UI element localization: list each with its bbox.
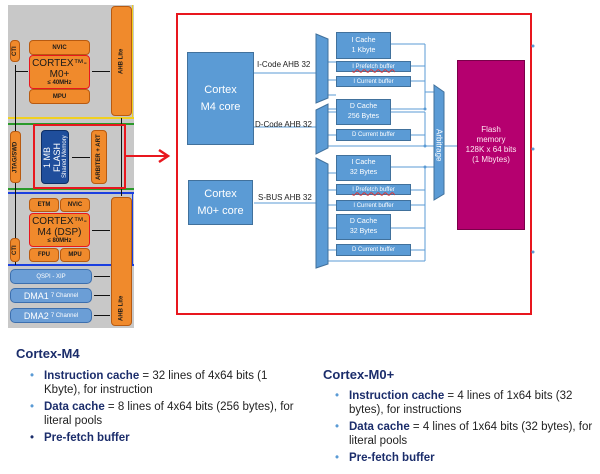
dcode-bus-label: D-Code AHB 32 (255, 120, 312, 129)
m4-dcurrent: D Current buffer (336, 129, 411, 141)
bullet-icon: • (30, 401, 35, 413)
m0-dcurrent: D Current buffer (336, 244, 411, 256)
cortex-m4-core: CORTEX™- M4 (DSP) ≤ 80MHz (29, 213, 90, 247)
m0-heading: Cortex-M0+ (323, 367, 395, 382)
arrow-qspi (94, 276, 110, 277)
bullet-icon: • (30, 370, 35, 382)
cortex-m0-core-box: Cortex M0+ core (188, 180, 253, 225)
flash-arbiter-link (72, 157, 90, 158)
callout-arrow-icon (158, 148, 171, 164)
yellow-outline-right (132, 5, 133, 119)
m0-bullet-prefetch: •Pre-fetch buffer (335, 452, 435, 464)
divider-green-2 (8, 188, 134, 190)
cortex-m4-core-box: Cortex M4 core (187, 52, 254, 145)
arrow-m4-ahb (92, 230, 110, 231)
m4-cache-summary: Cortex-M4 •Instruction cache = 32 lines … (16, 346, 306, 448)
arbitrage-mux (433, 84, 445, 201)
m4-heading: Cortex-M4 (16, 346, 80, 361)
mux-dcode (315, 103, 329, 155)
arbiter-bus-line (121, 118, 122, 196)
nvic-m4: NVIC (60, 198, 90, 212)
bullet-icon: • (335, 390, 340, 402)
arrow-m0-left (16, 71, 28, 72)
arrow-m0-ahb (92, 71, 110, 72)
m4-bullet-prefetch: •Pre-fetch buffer (30, 432, 130, 444)
mux-sbus (315, 157, 329, 269)
bullet-icon: • (335, 452, 340, 464)
m0-bullet-dcache: •Data cache = 4 lines of 1x64 bits (32 b… (335, 421, 593, 447)
arrow-dma1 (94, 295, 110, 296)
divider-blue (8, 192, 134, 194)
etm: ETM (29, 198, 59, 212)
m4-bullet-icache: •Instruction cache = 32 lines of 4x64 bi… (30, 370, 268, 396)
m4-bullet-dcache: •Data cache = 8 lines of 4x64 bits (256 … (30, 401, 294, 427)
flash-1mb: 1 MB FLASH Shared Memory (41, 130, 69, 184)
m0-iprefetch: I Prefetch buffer (336, 184, 411, 195)
sbus-label: S-BUS AHB 32 (258, 193, 312, 202)
flash-memory: Flash memory 128K x 64 bits (1 Mbytes) (457, 60, 525, 230)
callout-line (126, 155, 166, 157)
qspi-xip: QSPI - XIP (10, 269, 92, 284)
mpu-m0: MPU (29, 89, 90, 104)
nvic-m0: NVIC (29, 40, 90, 55)
m4-iprefetch: I Prefetch buffer (336, 61, 411, 72)
divider-blue-2 (8, 264, 134, 266)
arbitrage-label: Arbitrage (434, 128, 444, 162)
m4-icurrent: I Current buffer (336, 76, 411, 87)
bullet-icon: • (335, 421, 340, 433)
m0-icurrent: I Current buffer (336, 200, 411, 211)
blue-outline-right (132, 192, 133, 266)
cortex-m0-core: CORTEX™- M0+ ≤ 40MHz (29, 55, 90, 89)
divider-yellow (8, 117, 134, 119)
icode-bus-label: I-Code AHB 32 (257, 60, 311, 69)
flash-highlight-frame (33, 124, 126, 189)
arrow-dma2 (94, 315, 110, 316)
bullet-icon: • (30, 432, 35, 444)
mux-icode (315, 33, 329, 104)
m0-cache-summary: Cortex-M0+ •Instruction cache = 4 lines … (323, 367, 600, 468)
fpu: FPU (29, 248, 59, 262)
cache-architecture-frame (176, 13, 532, 315)
m0-bullet-icache: •Instruction cache = 4 lines of 1x64 bit… (335, 390, 573, 416)
mpu-m4: MPU (60, 248, 90, 262)
